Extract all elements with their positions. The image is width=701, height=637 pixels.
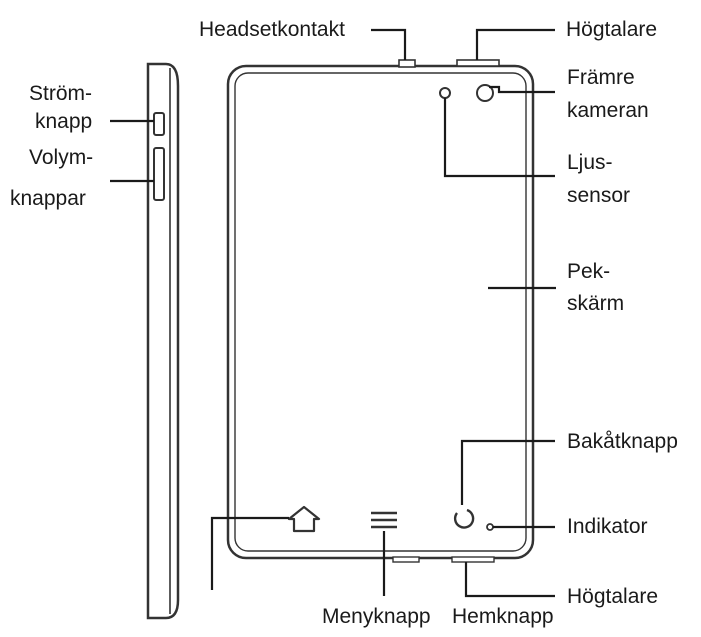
home-icon: [287, 505, 321, 533]
label-home-button: Hemknapp: [452, 605, 554, 628]
label-light-sensor-line2: sensor: [567, 184, 630, 207]
label-front-camera-line1: Främre: [567, 66, 635, 89]
labels: Headsetkontakt Högtalare Främre kameran …: [10, 18, 678, 628]
bottom-speaker: [392, 556, 420, 563]
label-touchscreen-line1: Pek-: [567, 260, 610, 283]
leader-lines: [110, 28, 556, 598]
label-bottom-speaker: Högtalare: [567, 585, 658, 608]
headset-jack: [398, 59, 416, 68]
label-front-camera-line2: kameran: [567, 99, 649, 122]
label-volume-line2: knappar: [10, 187, 86, 210]
power-button: [153, 112, 165, 136]
label-top-speaker: Högtalare: [566, 18, 657, 41]
label-light-sensor-line1: Ljus-: [567, 151, 613, 174]
label-indicator: Indikator: [567, 515, 648, 538]
label-back-button: Bakåtknapp: [567, 430, 678, 453]
light-sensor: [439, 87, 451, 99]
menu-icon: [371, 511, 397, 529]
indicator-led: [486, 523, 494, 531]
volume-buttons: [153, 147, 165, 201]
label-power-line1: Ström-: [29, 82, 92, 105]
top-speaker: [456, 59, 500, 67]
label-menu-button: Menyknapp: [322, 605, 431, 628]
front-camera: [476, 84, 494, 102]
label-power-line2: knapp: [35, 110, 92, 133]
phone-side-view: [146, 62, 180, 620]
phone-front-view: [226, 59, 535, 563]
label-volume-line1: Volym-: [29, 146, 93, 169]
label-touchscreen-line2: skärm: [567, 292, 624, 315]
back-icon: [453, 508, 475, 529]
label-headset-jack: Headsetkontakt: [199, 18, 345, 41]
